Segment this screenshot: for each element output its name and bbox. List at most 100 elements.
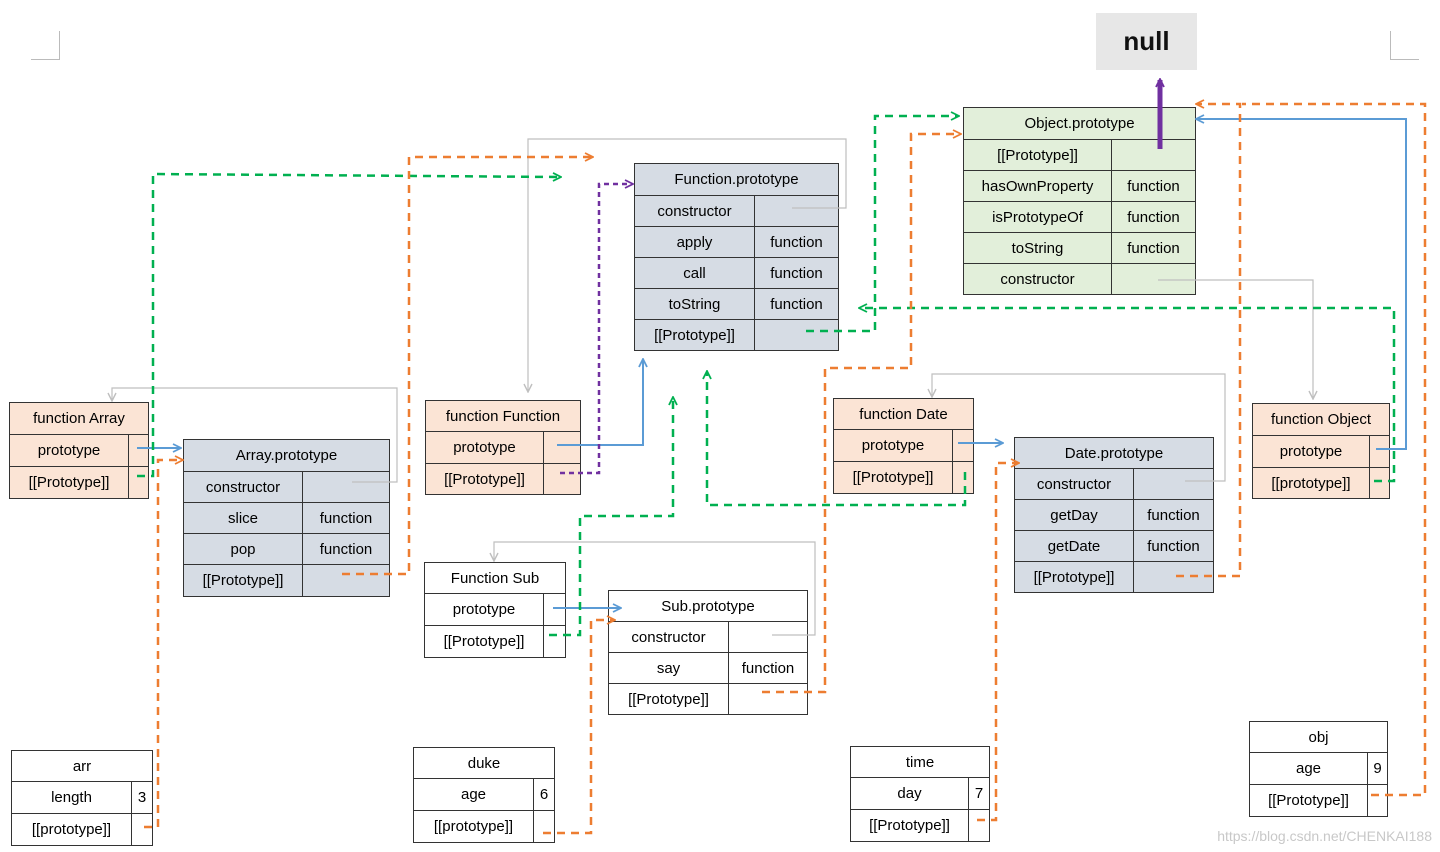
box-title: Object.prototype bbox=[1024, 115, 1135, 132]
box-title: Function Sub bbox=[450, 569, 540, 587]
box-title: function Array bbox=[33, 410, 125, 427]
box-title: arr bbox=[72, 757, 92, 775]
row-value bbox=[131, 814, 152, 845]
row-key: [[Prototype]] bbox=[28, 474, 110, 491]
row-value: 6 bbox=[533, 779, 554, 810]
row-key: day bbox=[897, 785, 922, 802]
box-title: function Object bbox=[1270, 411, 1372, 428]
row-value: 9 bbox=[1367, 753, 1387, 784]
row-key: [[Prototype]] bbox=[444, 470, 525, 488]
row-value bbox=[543, 626, 565, 657]
function-prototype-box: Function.prototype constructor apply func… bbox=[634, 163, 839, 351]
box-title: function Date bbox=[859, 405, 948, 423]
row-key: constructor bbox=[205, 478, 281, 496]
row-value: 3 bbox=[131, 782, 152, 813]
row-value bbox=[1369, 436, 1389, 467]
box-title: duke bbox=[467, 754, 501, 772]
row-value bbox=[968, 810, 989, 841]
function-array-box: function Array prototype [[Prototype]] bbox=[9, 402, 149, 499]
row-value bbox=[952, 430, 973, 461]
row-value bbox=[952, 462, 973, 493]
row-value bbox=[543, 464, 580, 494]
row-key: hasOwnProperty bbox=[981, 177, 1094, 195]
row-key: apply bbox=[676, 233, 713, 251]
row-key: [[Prototype]] bbox=[654, 327, 735, 344]
object-prototype-box: Object.prototype [[Prototype]] hasOwnPro… bbox=[963, 107, 1196, 295]
row-key: isPrototypeOf bbox=[992, 208, 1083, 226]
row-key: toString bbox=[668, 295, 721, 313]
row-key: constructor bbox=[1036, 475, 1112, 493]
row-value: function bbox=[1133, 500, 1213, 530]
box-title: obj bbox=[1308, 728, 1329, 746]
row-value bbox=[754, 320, 838, 351]
box-title: Function.prototype bbox=[674, 171, 799, 188]
row-key: [[Prototype]] bbox=[628, 690, 709, 708]
row-key: pop bbox=[230, 540, 256, 558]
row-value: function bbox=[754, 289, 838, 319]
row-value bbox=[1133, 469, 1213, 499]
function-object-box: function Object prototype [[prototype]] bbox=[1252, 403, 1390, 499]
function-function-box: function Function prototype [[Prototype]… bbox=[425, 400, 581, 495]
row-key: [[Prototype]] bbox=[1033, 568, 1115, 586]
row-key: constructor bbox=[1000, 271, 1075, 288]
row-key: [[Prototype]] bbox=[1268, 792, 1349, 809]
row-key: [[Prototype]] bbox=[202, 572, 284, 589]
row-key: toString bbox=[1011, 239, 1064, 257]
page-corner-mark bbox=[31, 31, 60, 60]
box-title: Date.prototype bbox=[1064, 444, 1164, 462]
row-value: function bbox=[1111, 202, 1195, 232]
box-title: function Function bbox=[445, 407, 561, 425]
row-value: function bbox=[302, 534, 389, 564]
row-key: constructor bbox=[657, 202, 732, 220]
page-corner-mark bbox=[1390, 31, 1419, 60]
row-key: call bbox=[683, 264, 706, 282]
watermark-text: https://blog.csdn.net/CHENKAI188 bbox=[1217, 828, 1432, 844]
row-value: function bbox=[754, 258, 838, 288]
array-prototype-box: Array.prototype constructor slice functio… bbox=[183, 439, 390, 597]
row-value bbox=[543, 432, 580, 463]
row-value: function bbox=[1111, 171, 1195, 201]
row-value: function bbox=[728, 653, 807, 683]
row-value bbox=[533, 811, 554, 842]
null-node: null bbox=[1096, 13, 1197, 70]
row-value bbox=[543, 594, 565, 625]
row-key: prototype bbox=[452, 601, 516, 618]
row-key: constructor bbox=[631, 628, 706, 646]
box-title: Array.prototype bbox=[235, 447, 338, 464]
row-value bbox=[128, 435, 148, 466]
row-key: [[prototype]] bbox=[1271, 475, 1351, 492]
date-prototype-box: Date.prototype constructor getDay functio… bbox=[1014, 437, 1214, 593]
row-key: prototype bbox=[1279, 443, 1343, 460]
row-value bbox=[728, 622, 807, 652]
row-value bbox=[1369, 468, 1389, 499]
row-value bbox=[728, 684, 807, 714]
obj-instance-box: obj age 9 [[Prototype]] bbox=[1249, 721, 1388, 817]
row-value bbox=[1111, 264, 1195, 295]
row-key: [[prototype]] bbox=[31, 821, 112, 838]
row-key: say bbox=[656, 659, 681, 677]
function-sub-box: Function Sub prototype [[Prototype]] bbox=[424, 562, 566, 658]
row-key: prototype bbox=[453, 439, 516, 456]
row-key: getDate bbox=[1047, 537, 1101, 555]
row-key: [[Prototype]] bbox=[869, 817, 950, 834]
row-key: getDay bbox=[1050, 506, 1098, 524]
row-value: function bbox=[1111, 233, 1195, 263]
prototype-link bbox=[1197, 119, 1407, 450]
row-value: 7 bbox=[968, 778, 989, 809]
row-value bbox=[1367, 785, 1387, 816]
box-title: Sub.prototype bbox=[661, 597, 755, 615]
row-value bbox=[754, 196, 838, 226]
row-key: age bbox=[1295, 760, 1322, 777]
sub-prototype-box: Sub.prototype constructor say function [[… bbox=[608, 590, 808, 715]
row-value: function bbox=[754, 227, 838, 257]
row-key: [[Prototype]] bbox=[852, 469, 934, 486]
row-value bbox=[302, 565, 389, 596]
row-value bbox=[302, 472, 389, 502]
row-key: [[prototype]] bbox=[433, 818, 514, 835]
row-key: slice bbox=[227, 509, 258, 527]
row-value bbox=[1111, 140, 1195, 170]
